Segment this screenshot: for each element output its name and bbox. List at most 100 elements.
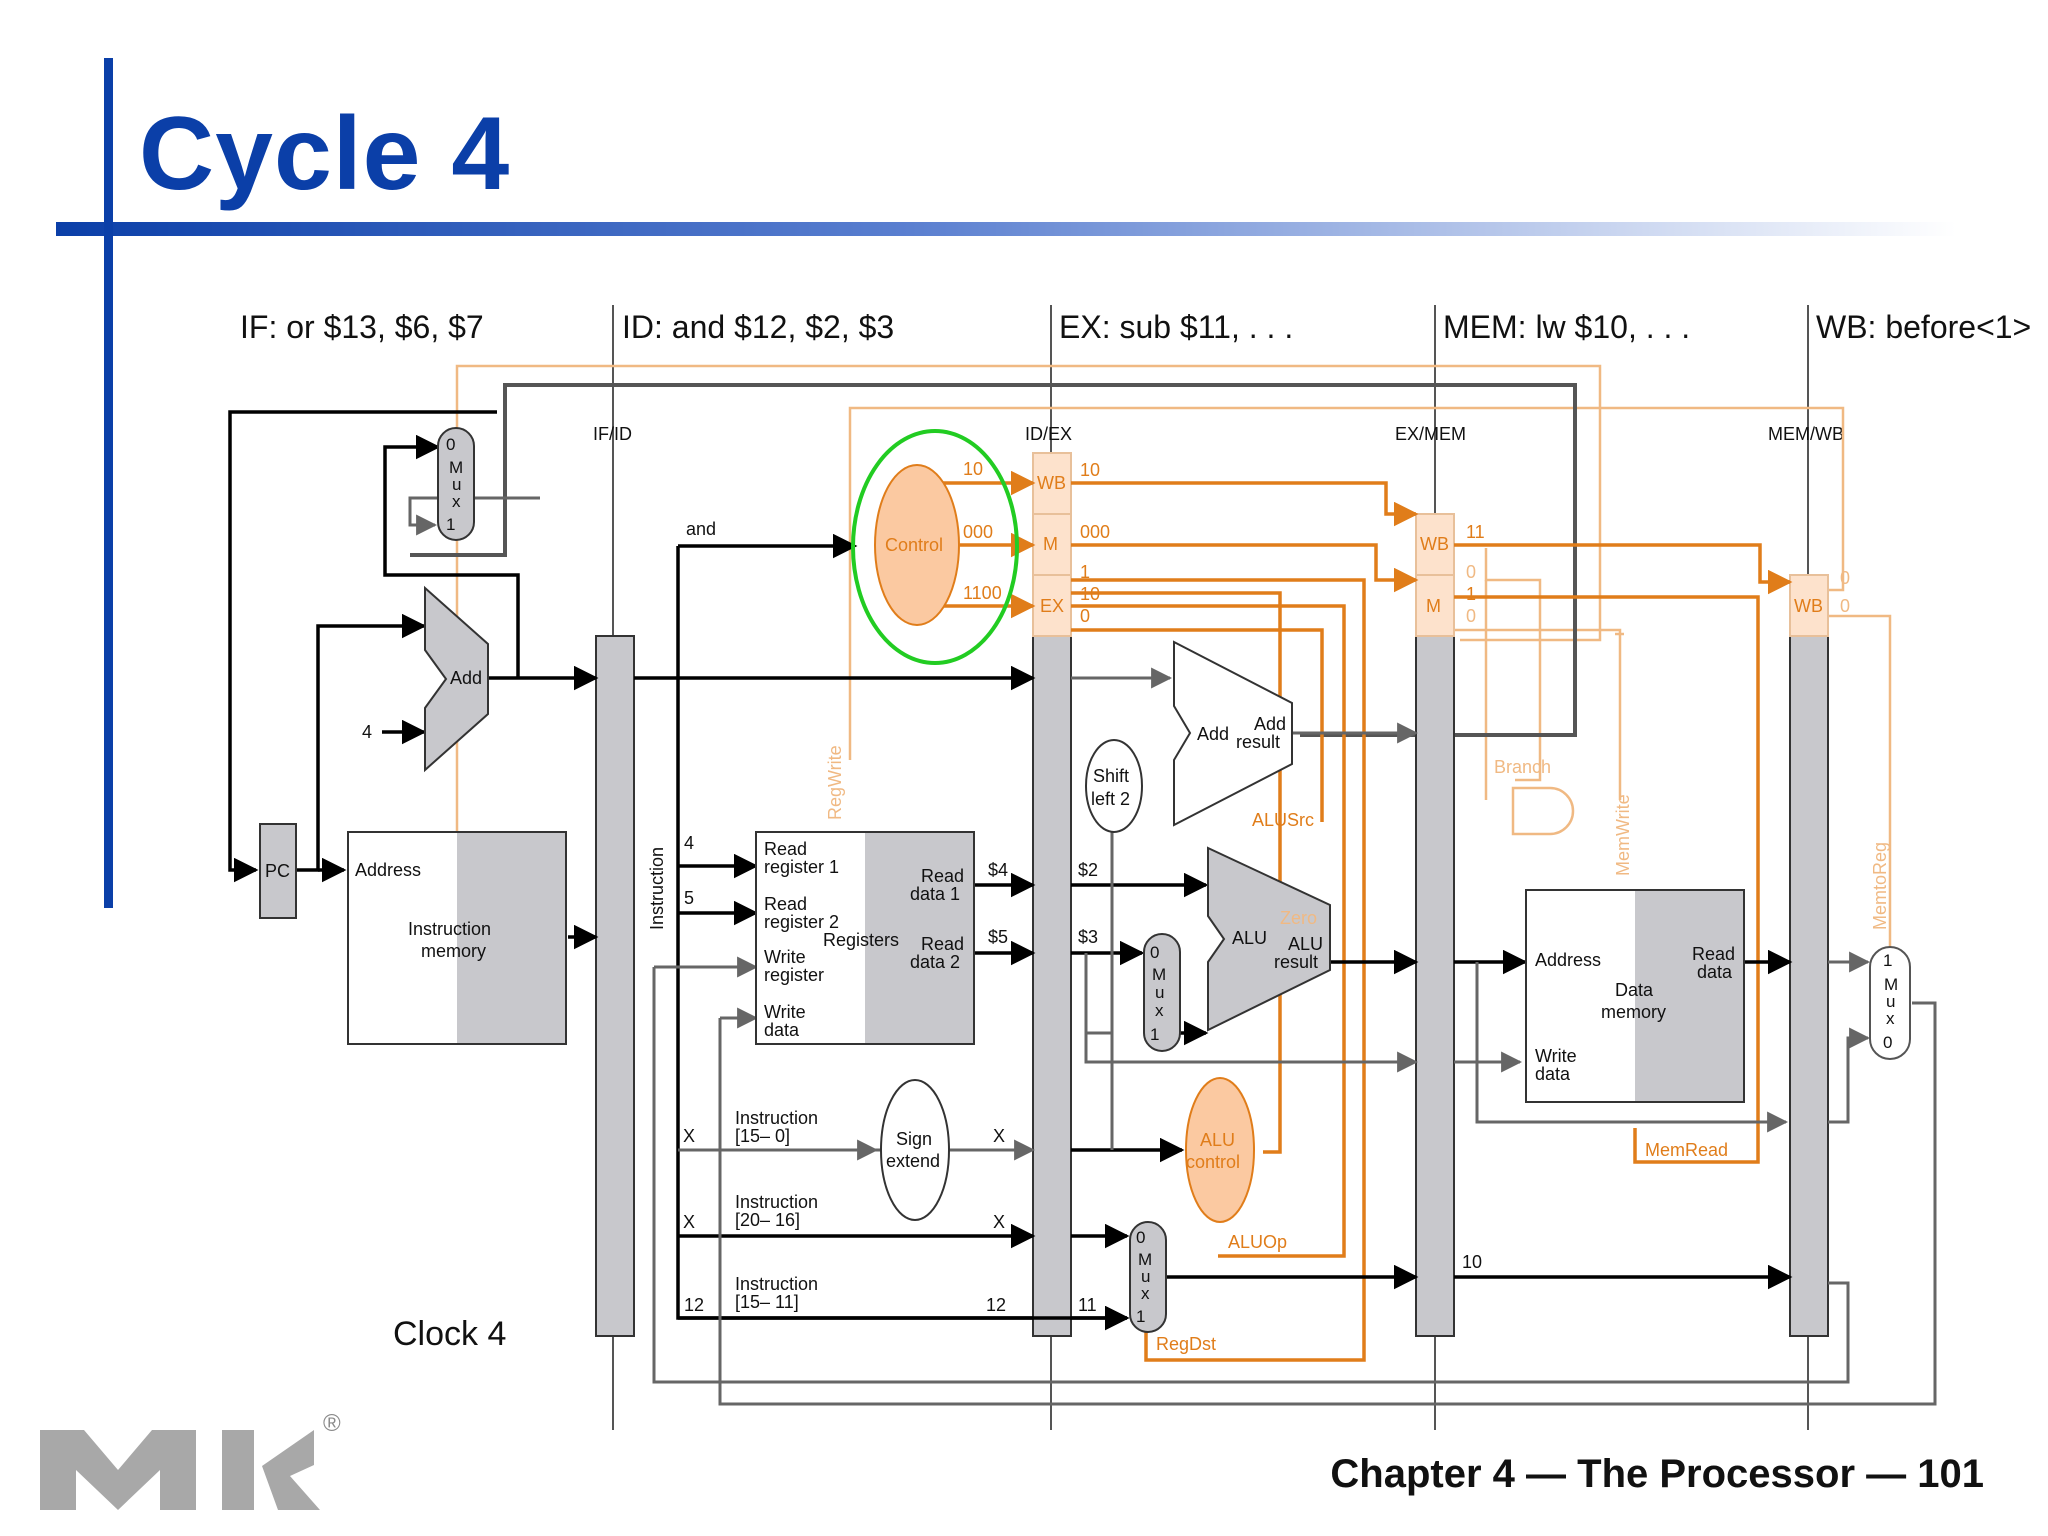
control-unit	[874, 464, 960, 626]
alusrc-label: ALUSrc	[1252, 810, 1314, 830]
svg-text:x: x	[1141, 1284, 1150, 1303]
idex-register	[1032, 635, 1072, 1337]
pc-register	[259, 823, 297, 919]
svg-text:Read: Read	[921, 866, 964, 886]
svg-text:u: u	[1155, 983, 1164, 1002]
idex-ex-value-3: 0	[1080, 606, 1090, 626]
idex-ex-field: EX	[1040, 596, 1064, 616]
rt-out-value: X	[993, 1212, 1005, 1232]
shift-left-2-unit	[1085, 739, 1143, 833]
svg-text:Write: Write	[764, 1002, 806, 1022]
header-vertical-bar	[104, 58, 113, 908]
exmem-register	[1415, 635, 1455, 1337]
ex-read-data1-value: $2	[1078, 860, 1098, 880]
svg-text:Data: Data	[1615, 980, 1654, 1000]
svg-text:M: M	[449, 458, 463, 477]
branch-label: Branch	[1494, 757, 1551, 777]
exmem-m-field: M	[1426, 596, 1441, 616]
svg-text:Instruction: Instruction	[735, 1108, 818, 1128]
exmem-wb-field: WB	[1420, 534, 1449, 554]
svg-text:Read: Read	[921, 934, 964, 954]
svg-text:Sign: Sign	[896, 1129, 932, 1149]
svg-text:data: data	[1535, 1064, 1571, 1084]
sign-extend-unit	[880, 1079, 950, 1221]
stage-label-mem: MEM: lw $10, . . .	[1443, 309, 1690, 345]
svg-text:Write: Write	[1535, 1046, 1577, 1066]
svg-text:left 2: left 2	[1091, 789, 1130, 809]
svg-text:[15– 0]: [15– 0]	[735, 1126, 790, 1146]
svg-text:0: 0	[1136, 1228, 1145, 1247]
stage-label-ex: EX: sub $11, . . .	[1059, 309, 1293, 345]
read-data2-value: $5	[988, 927, 1008, 947]
control-highlight-ring	[851, 429, 1019, 665]
svg-text:[15– 11]: [15– 11]	[735, 1292, 799, 1312]
idex-m-field: M	[1043, 534, 1058, 554]
rt-value: 5	[684, 888, 694, 908]
memtoreg-label: MemtoReg	[1870, 842, 1890, 930]
svg-text:memory: memory	[1601, 1002, 1666, 1022]
control-m-value: 000	[963, 522, 993, 542]
svg-text:1: 1	[1136, 1307, 1145, 1326]
alu	[1207, 846, 1331, 1032]
svg-text:data: data	[764, 1020, 800, 1040]
orange-control-wires	[942, 470, 1793, 1362]
clock-label: Clock 4	[393, 1315, 506, 1353]
datapath-wires	[228, 410, 1793, 1331]
svg-text:Read: Read	[1692, 944, 1735, 964]
gray-datapath-wires	[408, 496, 1937, 1406]
svg-text:[20– 16]: [20– 16]	[735, 1210, 800, 1230]
registers-label: Registers	[823, 930, 899, 950]
svg-text:register 2: register 2	[764, 912, 839, 932]
alusrc-mux	[1143, 933, 1181, 1052]
svg-text:Instruction: Instruction	[735, 1192, 818, 1212]
svg-text:x: x	[1155, 1001, 1164, 1020]
rd-in-value: 12	[684, 1295, 704, 1315]
svg-text:ALU: ALU	[1288, 934, 1323, 954]
svg-text:x: x	[452, 492, 461, 511]
svg-text:Read: Read	[764, 894, 807, 914]
svg-text:extend: extend	[886, 1151, 940, 1171]
svg-text:0: 0	[1883, 1033, 1892, 1052]
ifid-label: IF/ID	[593, 424, 632, 444]
logo-registered-mark: ®	[323, 1410, 341, 1437]
svg-text:Write: Write	[764, 947, 806, 967]
stage-label-id: ID: and $12, $2, $3	[622, 309, 894, 345]
exmem-m-value-1: 0	[1466, 562, 1476, 582]
branch-target-wire	[410, 383, 1577, 737]
svg-text:data 2: data 2	[910, 952, 960, 972]
imem-label-2: memory	[421, 941, 486, 961]
regdst-label: RegDst	[1156, 1334, 1216, 1354]
svg-text:result: result	[1274, 952, 1318, 972]
memwb-label: MEM/WB	[1768, 424, 1844, 444]
memtoreg-mux	[1869, 946, 1911, 1060]
rt-in-value: X	[683, 1212, 695, 1232]
svg-text:M: M	[1138, 1250, 1152, 1269]
svg-text:Add: Add	[1197, 724, 1229, 744]
alu-control-unit	[1185, 1077, 1255, 1223]
pc-source-mux	[437, 427, 475, 541]
memread-label: MemRead	[1645, 1140, 1728, 1160]
ifid-instruction-label: Instruction	[647, 847, 667, 930]
pc-adder-label: Add	[450, 668, 482, 688]
svg-text:Shift: Shift	[1093, 766, 1129, 786]
header-gradient-bar	[56, 222, 1956, 236]
svg-text:control: control	[1186, 1152, 1240, 1172]
ex-read-data2-value: $3	[1078, 927, 1098, 947]
svg-text:u: u	[1141, 1267, 1150, 1286]
exmem-m-value-3: 0	[1466, 606, 1476, 626]
svg-text:0: 0	[1150, 943, 1159, 962]
control-label: Control	[885, 535, 943, 555]
aluop-label: ALUOp	[1228, 1232, 1287, 1252]
slide-title: Cycle 4	[139, 96, 511, 212]
ifid-register	[595, 635, 635, 1337]
svg-text:1: 1	[446, 515, 455, 534]
stage-label-wb: WB: before<1>	[1816, 309, 2031, 345]
idex-wb-value: 10	[1080, 460, 1100, 480]
svg-text:data 1: data 1	[910, 884, 960, 904]
regdst-mux	[1129, 1221, 1167, 1333]
svg-text:register: register	[764, 965, 824, 985]
rd-out-value: 12	[986, 1295, 1006, 1315]
memwb-value-2: 0	[1840, 596, 1850, 616]
read-data1-value: $4	[988, 860, 1008, 880]
